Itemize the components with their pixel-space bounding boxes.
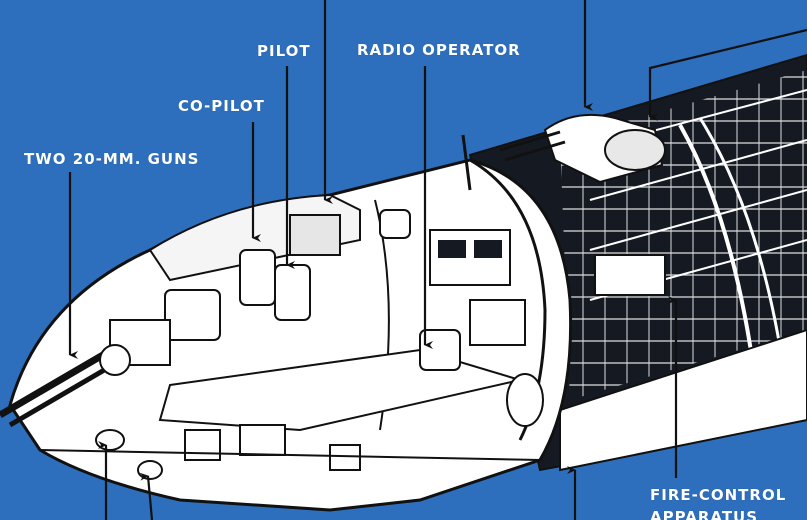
top-turret (499, 113, 666, 184)
label-two-20mm-guns: TWO 20-MM. GUNS (24, 150, 200, 168)
label-pilot: PILOT (257, 42, 311, 60)
label-fire-control-apparatus: FIRE-CONTROL APPARATUS (650, 484, 786, 520)
label-fire-control-line2: APPARATUS (650, 508, 759, 520)
label-co-pilot: CO-PILOT (178, 97, 265, 115)
label-fire-control-line1: FIRE-CONTROL (650, 486, 787, 504)
forward-hull (0, 134, 573, 512)
arrow-top-3 (648, 28, 807, 121)
leader-arrows (68, 0, 807, 520)
arrow-bottom-3 (139, 472, 154, 520)
label-radio-operator: RADIO OPERATOR (357, 41, 521, 59)
